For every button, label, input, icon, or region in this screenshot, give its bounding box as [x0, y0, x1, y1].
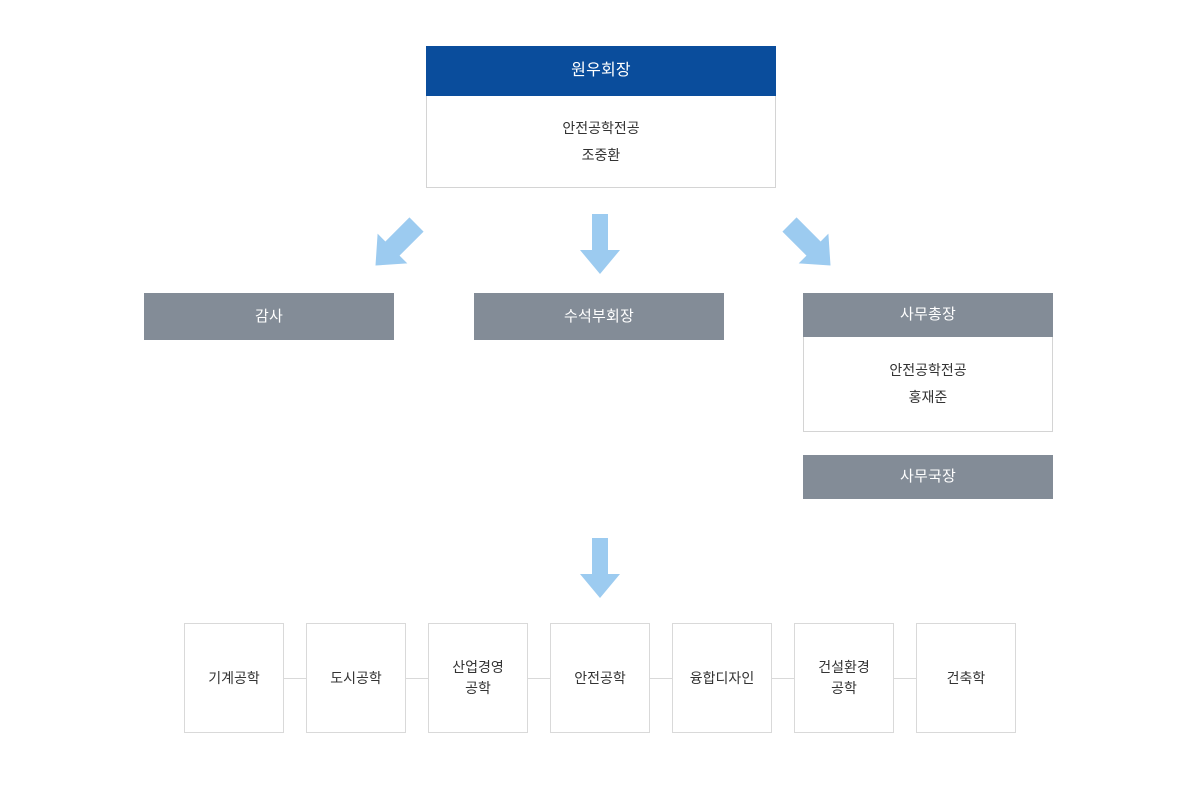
node-president-details: 안전공학전공 조중환: [426, 96, 776, 188]
arrow-down-left-icon: [365, 214, 427, 276]
department-box[interactable]: 안전공학: [550, 623, 650, 733]
department-connector: [284, 677, 306, 679]
department-label: 건축학: [946, 669, 986, 686]
node-office-director-title: 사무국장: [803, 455, 1053, 499]
node-auditor[interactable]: 감사: [144, 293, 394, 340]
department-box[interactable]: 기계공학: [184, 623, 284, 733]
department-connector: [406, 677, 428, 679]
node-president-title: 원우회장: [426, 46, 776, 96]
node-secretary-general-title: 사무총장: [803, 293, 1053, 337]
node-president-name: 조중환: [581, 146, 621, 163]
arrow-down-icon: [578, 538, 622, 600]
node-secretary-general-name: 홍재준: [908, 389, 948, 405]
department-connector: [772, 677, 794, 679]
node-senior-vice-president-title: 수석부회장: [474, 293, 724, 340]
department-box[interactable]: 도시공학: [306, 623, 406, 733]
department-label: 기계공학: [208, 669, 260, 686]
arrow-down-icon: [578, 214, 622, 276]
department-label: 도시공학: [330, 669, 382, 686]
node-senior-vice-president[interactable]: 수석부회장: [474, 293, 724, 340]
node-president-major: 안전공학전공: [562, 119, 640, 136]
node-secretary-general-details: 안전공학전공 홍재준: [803, 337, 1053, 432]
department-connector: [894, 677, 916, 679]
node-president[interactable]: 원우회장 안전공학전공 조중환: [426, 46, 776, 188]
node-office-director[interactable]: 사무국장: [803, 455, 1053, 499]
node-auditor-title: 감사: [144, 293, 394, 340]
arrow-down-right-icon: [779, 214, 841, 276]
department-connector: [650, 677, 672, 679]
node-secretary-general-major: 안전공학전공: [889, 362, 967, 379]
department-label: 안전공학: [574, 669, 626, 686]
department-box[interactable]: 융합디자인: [672, 623, 772, 733]
department-connector: [528, 677, 550, 679]
department-box[interactable]: 건축학: [916, 623, 1016, 733]
department-label: 융합디자인: [689, 669, 755, 686]
node-secretary-general[interactable]: 사무총장 안전공학전공 홍재준: [803, 293, 1053, 432]
